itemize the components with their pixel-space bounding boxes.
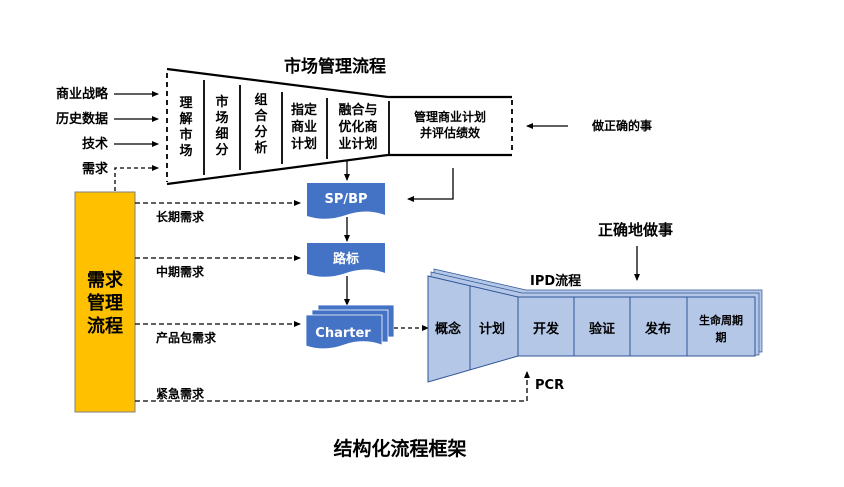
charter-multi-document [305, 304, 395, 350]
demand-flows: 长期需求 中期需求 产品包需求 紧急需求 [135, 200, 530, 402]
ipd-phases: 概念 计划 开发 验证 发布 生命周期 期 [435, 313, 743, 344]
phase-lifecycle-line2: 期 [716, 330, 727, 344]
market-step-3-char: 析 [254, 140, 267, 156]
manage-to-spbp-arrow [407, 168, 454, 202]
market-step-2-char: 细 [215, 126, 228, 142]
roadmap-label: 路标 [333, 251, 359, 267]
spbp-label: SP/BP [324, 192, 367, 207]
market-steps: 理 解 市 场 市 场 细 分 组 合 分 析 指定 商业 计划 融合与 优化商… [178, 92, 486, 159]
market-step-1-char: 解 [178, 111, 192, 127]
demand-box-line: 需求 [87, 269, 124, 291]
market-step-2-char: 场 [215, 111, 228, 126]
phase-plan: 计划 [479, 321, 505, 337]
market-step-4-line: 计划 [291, 136, 317, 152]
input-label-history: 历史数据 [56, 111, 108, 127]
diagram-title: 结构化流程框架 [333, 437, 466, 460]
do-right-thing-label: 做正确的事 [591, 118, 652, 133]
market-step-4-line: 商业 [291, 119, 317, 135]
market-step-3-char: 组 [254, 92, 267, 108]
manage-plan-line: 并评估绩效 [420, 125, 481, 140]
market-process-title: 市场管理流程 [284, 56, 386, 77]
urgent-demand-arrow [135, 371, 530, 402]
demand-box-line: 流程 [87, 315, 123, 337]
market-step-4-line: 指定 [291, 102, 317, 118]
phase-develop: 开发 [533, 321, 560, 337]
phase-lifecycle-line1: 生命周期 [699, 313, 743, 327]
market-step-1-char: 场 [179, 144, 192, 159]
demand-management-box [74, 191, 136, 413]
input-label-demand: 需求 [82, 161, 109, 177]
market-step-5-line: 优化商 [338, 119, 377, 135]
market-step-1-char: 市 [179, 127, 192, 143]
ipd-title: IPD流程 [530, 273, 581, 289]
market-step-2-char: 市 [215, 94, 228, 110]
pcr-label: PCR [535, 378, 564, 393]
market-step-3-char: 合 [254, 108, 268, 124]
long-term-demand-label: 长期需求 [156, 209, 205, 224]
market-step-1-char: 理 [179, 96, 192, 111]
roadmap-box [307, 243, 385, 277]
urgent-demand-label: 紧急需求 [156, 386, 205, 401]
funnel-bottom-edge [166, 153, 389, 186]
market-step-5-line: 业计划 [338, 136, 377, 152]
phase-concept: 概念 [435, 321, 461, 337]
do-things-right-label: 正确地做事 [598, 221, 673, 239]
funnel-top-edge [166, 67, 389, 99]
market-funnel [166, 67, 513, 186]
charter-label: Charter [315, 326, 371, 341]
market-step-5-line: 融合与 [338, 102, 377, 118]
market-inputs: 商业战略 历史数据 技术 需求 [56, 86, 159, 191]
product-demand-label: 产品包需求 [156, 330, 217, 345]
spbp-box [307, 183, 385, 219]
mid-term-demand-label: 中期需求 [156, 264, 205, 279]
demand-box-line: 管理 [87, 292, 123, 314]
phase-verify: 验证 [589, 321, 615, 337]
market-step-2-char: 分 [215, 142, 228, 158]
demand-box-text: 需求 管理 流程 [87, 269, 124, 337]
demand-input-dashed-arrow [114, 165, 159, 191]
input-label-tech: 技术 [82, 136, 108, 152]
input-label-strategy: 商业战略 [56, 86, 109, 102]
market-step-3-char: 分 [254, 124, 267, 140]
phase-release: 发布 [644, 321, 671, 337]
ipd-process-shape [427, 268, 763, 383]
manage-plan-line: 管理商业计划 [414, 109, 486, 124]
